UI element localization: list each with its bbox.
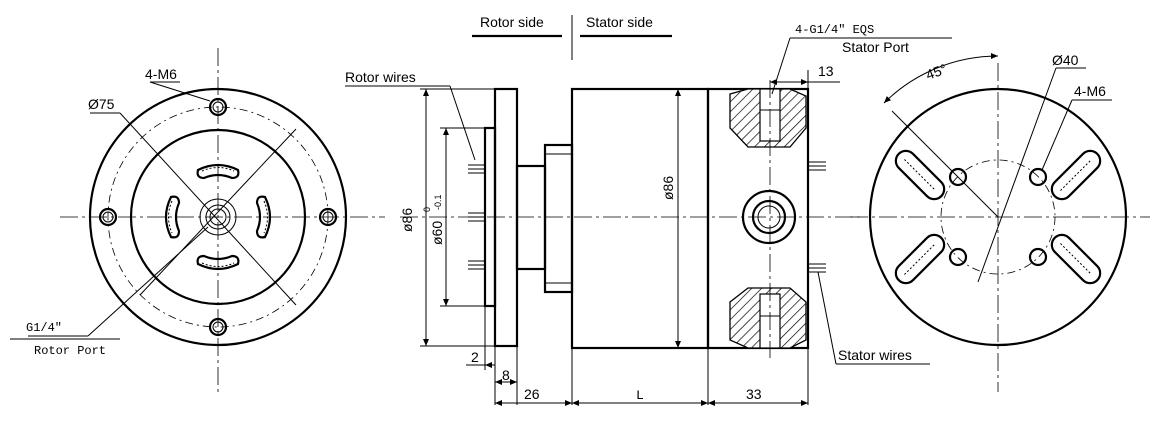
right-m6-label: 4-M6 <box>1074 83 1106 99</box>
dim-8: 8 <box>502 367 510 383</box>
left-port-bore <box>209 208 227 226</box>
left-bolt-holes <box>98 97 338 337</box>
dia40-leader <box>977 67 1057 283</box>
left-port-outer <box>199 198 237 236</box>
right-outer-circle <box>868 87 1128 347</box>
rotor-side-label: Rotor side <box>480 14 544 30</box>
dim-60: ø60 <box>429 221 445 245</box>
dim-33: 33 <box>746 386 762 402</box>
left-port-inner <box>205 204 231 230</box>
rotor-shaft <box>515 164 547 271</box>
rotor-flange <box>493 87 519 348</box>
stator-end-view: 45° Ø40 4-M6 <box>850 52 1150 392</box>
stator-center-port-outer <box>741 189 797 245</box>
dim-86-outer: ø86 <box>399 208 415 232</box>
dim-60-tol-upper: 0 <box>422 207 432 212</box>
right-holes <box>948 167 1048 267</box>
left-m6-leader <box>149 81 211 102</box>
stator-center-port-inner <box>757 205 781 229</box>
dim-26: 26 <box>524 386 540 402</box>
dim-L: L <box>636 388 644 403</box>
right-pitch-circle <box>940 159 1056 275</box>
rotor-wires-label: Rotor wires <box>345 69 416 85</box>
left-dia75-label: Ø75 <box>88 96 115 112</box>
angle-45-arc <box>883 53 999 104</box>
stator-side-label: Stator side <box>586 14 653 30</box>
rotor-port-label: Rotor Port <box>34 344 106 358</box>
left-bolt-circle <box>107 106 329 328</box>
left-outer-flange-circle <box>88 87 348 347</box>
dim-86-inner: ø86 <box>660 176 676 200</box>
rotor-collar <box>543 143 574 294</box>
stator-wires-label: Stator wires <box>838 347 912 363</box>
stator-body <box>570 87 710 350</box>
stator-port-thread-label: 4-G1/4" EQS <box>795 23 874 37</box>
left-wire-slots <box>164 163 272 271</box>
dim-2: 2 <box>471 349 479 365</box>
rotor-end-view: 4-M6 Ø75 G1/4" Rotor Port <box>10 48 385 392</box>
rotor-port-thread-label: G1/4" <box>26 321 62 335</box>
left-body-circle <box>129 128 307 306</box>
stator-center-port-mid <box>751 199 787 235</box>
dim-60-tol-lower: -0.1 <box>433 194 443 210</box>
right-dia40-label: Ø40 <box>1052 52 1079 68</box>
stator-port-label: Stator Port <box>842 39 909 55</box>
side-view: Rotor side Stator side <box>345 14 952 406</box>
dim-13: 13 <box>818 63 834 79</box>
rotor-wire-stubs <box>468 164 485 270</box>
right-m6-leader <box>1041 99 1073 171</box>
angle-45-label: 45° <box>924 61 949 83</box>
left-m6-label: 4-M6 <box>145 66 177 82</box>
stator-wire-stubs <box>808 161 826 273</box>
